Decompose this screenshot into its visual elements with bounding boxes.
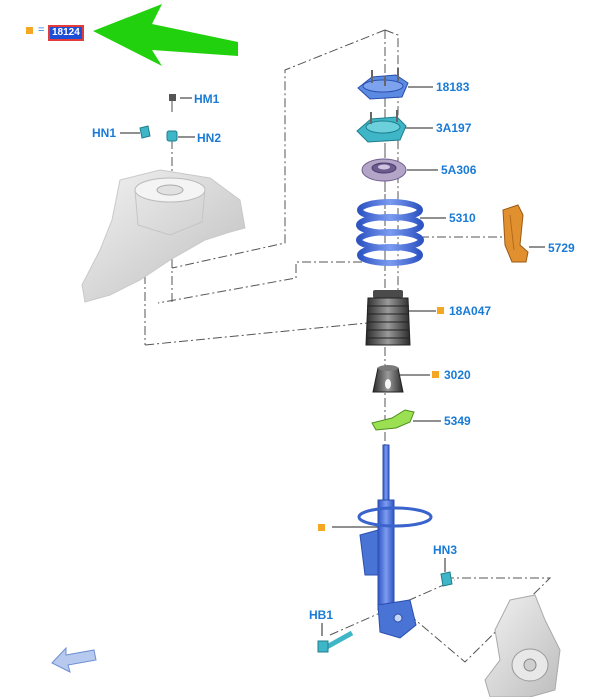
- nut-hn2[interactable]: [166, 130, 178, 142]
- assembly-lines: [144, 29, 552, 663]
- green-arrow-icon: [93, 4, 238, 66]
- bolt-hb1[interactable]: [317, 630, 354, 653]
- legend-marker: [26, 27, 33, 34]
- callout-5729[interactable]: 5729: [548, 241, 575, 255]
- callout-18183[interactable]: 18183: [436, 80, 470, 94]
- bump-stop-3020[interactable]: [372, 365, 404, 393]
- bolt-hm1[interactable]: [169, 94, 176, 112]
- callout-5310[interactable]: 5310: [449, 211, 476, 225]
- insulator-5729[interactable]: [502, 204, 529, 263]
- nut-hn3[interactable]: [440, 571, 453, 587]
- steering-knuckle: [484, 594, 561, 697]
- marker-18A047: [437, 307, 444, 314]
- top-mount-18183[interactable]: [357, 68, 409, 100]
- callout-HN1[interactable]: HN1: [92, 126, 117, 140]
- callout-5A306[interactable]: 5A306: [441, 163, 477, 177]
- legend-code-box[interactable]: 18124: [48, 25, 84, 41]
- leader-lines: [120, 86, 545, 636]
- callout-18A047[interactable]: 18A047: [449, 304, 492, 318]
- callout-3A197[interactable]: 3A197: [436, 121, 472, 135]
- callout-HN3[interactable]: HN3: [433, 543, 458, 557]
- dust-boot-18A047[interactable]: [365, 290, 411, 346]
- callout-3020[interactable]: 3020: [444, 368, 471, 382]
- marker-shock: [318, 524, 325, 531]
- bracket-5349[interactable]: [371, 409, 415, 431]
- callout-HM1[interactable]: HM1: [194, 92, 220, 106]
- strut-mount-3A197[interactable]: [356, 110, 407, 143]
- nut-hn1[interactable]: [139, 125, 151, 139]
- coil-spring-5310[interactable]: [356, 199, 424, 266]
- bearing-5A306[interactable]: [361, 158, 407, 182]
- shock-absorber[interactable]: [357, 444, 433, 639]
- arrow-back-icon[interactable]: [51, 646, 97, 673]
- callout-HB1[interactable]: HB1: [309, 608, 334, 622]
- callout-HN2[interactable]: HN2: [197, 131, 222, 145]
- strut-tower-panel: [81, 169, 246, 303]
- callout-5349[interactable]: 5349: [444, 414, 471, 428]
- marker-3020: [432, 371, 439, 378]
- legend-equals: =: [38, 24, 45, 36]
